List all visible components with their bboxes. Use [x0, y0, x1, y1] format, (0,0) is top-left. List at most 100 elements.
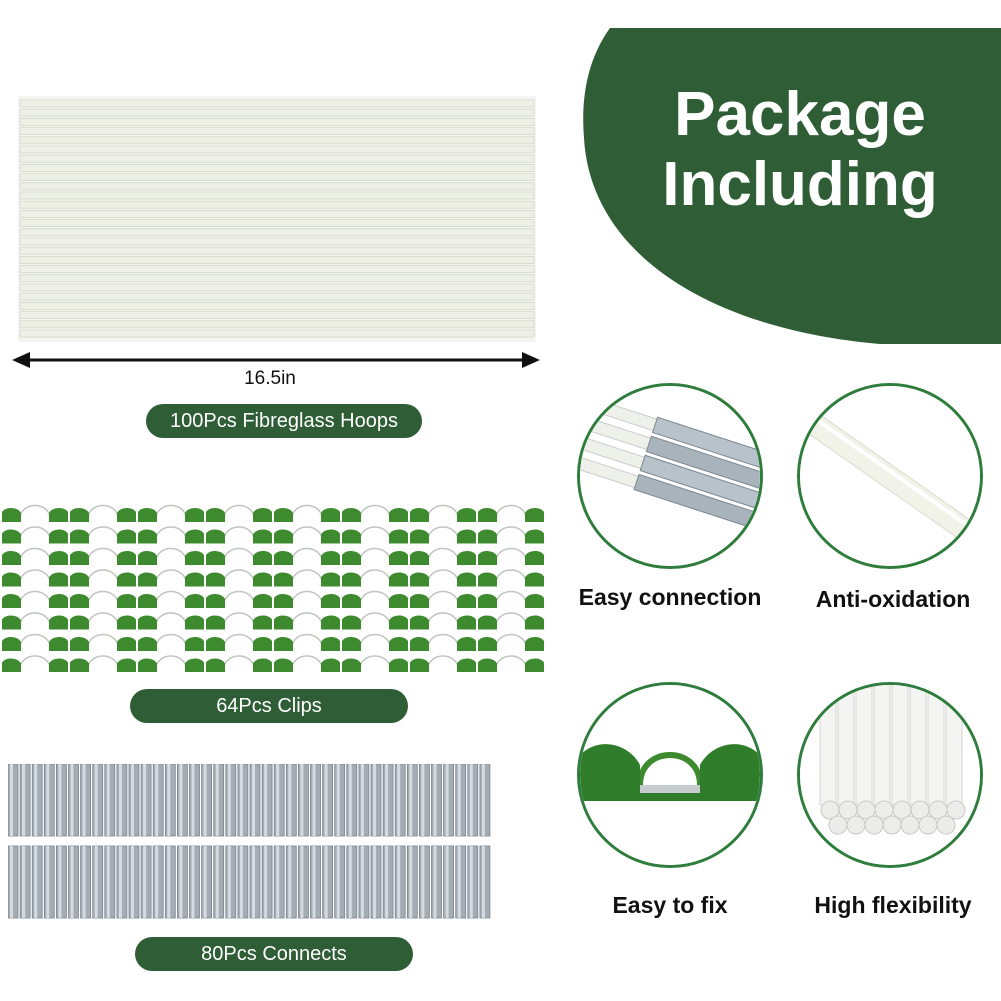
clip-item — [274, 633, 340, 651]
connector-tube — [237, 845, 249, 919]
connector-tube — [370, 845, 382, 919]
connector-tube — [164, 764, 176, 837]
clip-item — [2, 569, 68, 587]
clip-item — [342, 590, 408, 608]
connector-tube — [467, 764, 479, 837]
connector-tube — [189, 845, 200, 919]
clip-item — [138, 526, 204, 544]
connector-tube — [394, 845, 406, 919]
page-title: Package Including — [620, 80, 980, 220]
clip-item — [410, 590, 476, 608]
clips-image — [2, 504, 544, 672]
connector-tube — [116, 764, 128, 837]
clip-item — [410, 504, 476, 522]
clip-item — [206, 612, 272, 630]
clip-item — [342, 612, 408, 630]
clip-item — [478, 655, 544, 672]
clip-item — [274, 569, 340, 587]
connector-tube — [394, 764, 406, 837]
hoop-rod — [19, 292, 535, 301]
clip-item — [2, 655, 68, 672]
clip-item — [206, 590, 272, 608]
clip-item — [206, 547, 272, 565]
hoop-rod — [19, 228, 535, 237]
connector-tube — [334, 764, 346, 837]
connector-tube — [443, 845, 455, 919]
connector-tube — [8, 845, 19, 919]
clip-item — [2, 633, 68, 651]
connector-tube — [176, 764, 188, 837]
hoop-rod — [19, 200, 535, 209]
connector-tube — [249, 845, 261, 919]
clip-item — [478, 526, 544, 544]
clip-item — [138, 612, 204, 630]
hoop-rod — [19, 127, 535, 136]
feature-label-high-flexibility: High flexibility — [814, 892, 972, 918]
clip-item — [342, 547, 408, 565]
hoop-rod — [19, 182, 535, 191]
clip-item — [410, 526, 476, 544]
connector-tube — [56, 764, 67, 837]
clip-item — [274, 590, 340, 608]
connector-tube — [418, 764, 430, 837]
clip-item — [70, 526, 136, 544]
clip-item — [70, 504, 136, 522]
hoop-rod — [19, 311, 535, 320]
clip-item — [410, 612, 476, 630]
clip-item — [138, 569, 204, 587]
clip-item — [206, 569, 272, 587]
header-blob — [583, 28, 1001, 344]
clip-item — [410, 547, 476, 565]
clip-item — [206, 633, 272, 651]
hoop-rod — [19, 329, 535, 338]
clip-item — [274, 612, 340, 630]
connector-tube — [68, 845, 79, 919]
connector-tube — [310, 764, 321, 837]
connector-tube — [273, 845, 285, 919]
clip-item — [274, 504, 340, 522]
clip-item — [70, 569, 136, 587]
connector-tube — [273, 764, 285, 837]
clip-item — [410, 655, 476, 672]
clip-item — [410, 633, 476, 651]
clip-item — [2, 526, 68, 544]
connector-closeup-icon — [577, 383, 763, 569]
connector-tube — [128, 764, 140, 837]
feature-label-easy-to-fix: Easy to fix — [612, 892, 728, 918]
connector-tube — [431, 845, 442, 919]
clip-item — [206, 655, 272, 672]
connector-tube — [297, 764, 309, 837]
hoop-rod — [19, 108, 535, 117]
connector-tube — [225, 764, 237, 837]
hoop-rod — [19, 265, 535, 274]
connector-tube — [140, 845, 152, 919]
title-line-1: Package — [674, 80, 926, 149]
clip-item — [342, 569, 408, 587]
connector-tube — [261, 764, 273, 837]
clip-item — [2, 547, 68, 565]
dimension-arrow — [12, 352, 540, 368]
connector-tube — [406, 845, 418, 919]
feature-label-anti-oxidation: Anti-oxidation — [815, 586, 971, 612]
connector-tube — [455, 845, 467, 919]
clip-item — [342, 504, 408, 522]
clip-item — [206, 526, 272, 544]
connector-tube — [322, 764, 334, 837]
rod-closeup-icon — [797, 383, 983, 569]
clip-item — [274, 655, 340, 672]
connector-tube — [358, 845, 370, 919]
hoop-rod — [19, 99, 535, 108]
hoop-rod — [19, 219, 535, 227]
hoop-rod — [19, 320, 535, 329]
connector-tube — [19, 764, 31, 837]
hoop-rod — [19, 164, 535, 172]
connector-tube — [237, 764, 249, 837]
connector-tube — [92, 845, 104, 919]
clip-item — [342, 655, 408, 672]
connector-tube — [43, 764, 55, 837]
connector-tube — [80, 764, 91, 837]
hoop-rod — [19, 283, 535, 292]
clip-item — [2, 504, 68, 522]
connector-tube — [104, 845, 116, 919]
connector-tube — [285, 845, 297, 919]
